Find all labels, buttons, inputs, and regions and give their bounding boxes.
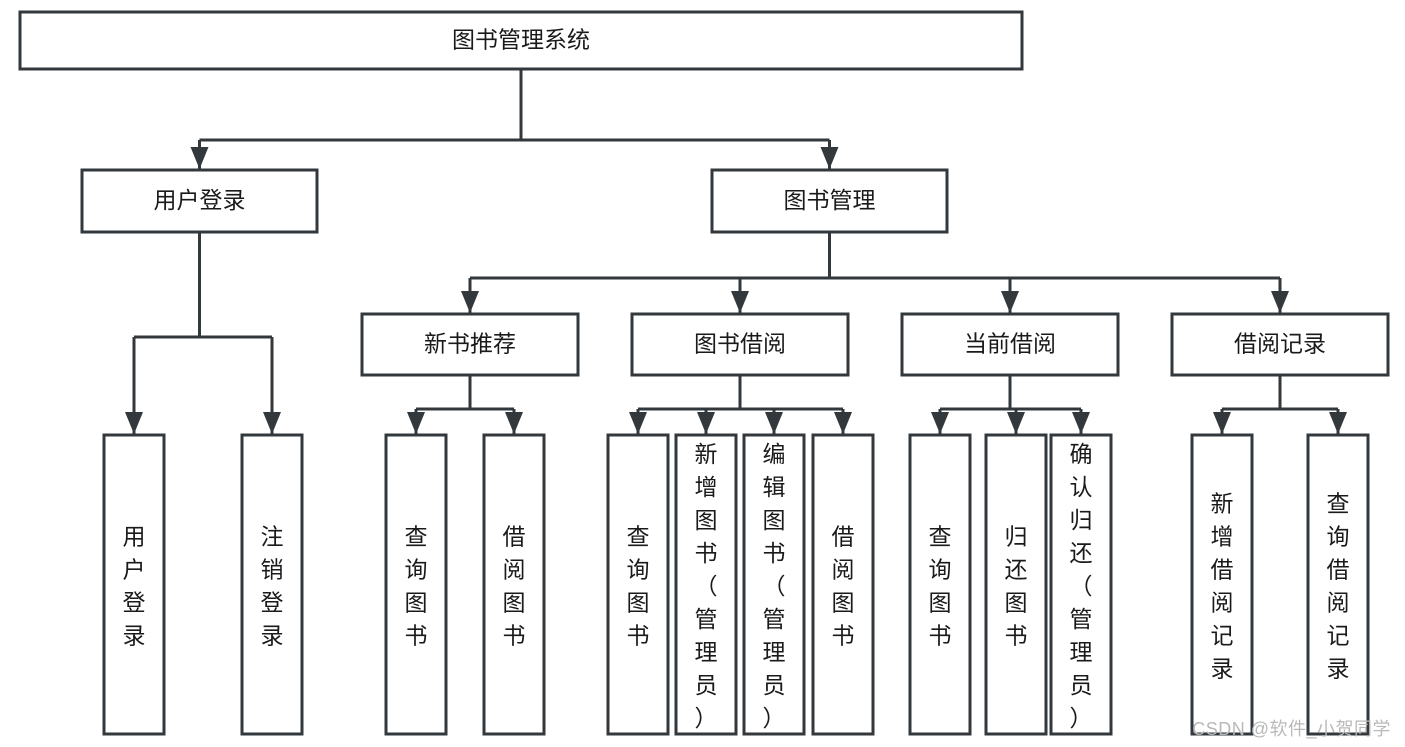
node-root-box — [18, 10, 1024, 71]
node-book-borrow-label: 图书借阅 — [694, 331, 786, 357]
connector-arrowhead — [731, 291, 749, 313]
node-leaf-user-logout-box — [240, 433, 304, 736]
connector-arrowhead — [461, 291, 479, 313]
node-leaf-query-book-3[interactable]: 查询图书 — [908, 433, 972, 736]
node-leaf-query-book-3-label: 查询图书 — [929, 524, 952, 649]
node-new-book-recommend[interactable]: 新书推荐 — [360, 312, 580, 377]
node-leaf-return-book-label: 归还图书 — [1005, 524, 1028, 649]
connector-layer — [125, 69, 1347, 435]
connector-arrowhead — [834, 412, 852, 434]
connector-arrowhead — [765, 412, 783, 434]
node-leaf-add-book-label: 新增图书（管理员） — [695, 441, 718, 731]
node-leaf-query-book-1[interactable]: 查询图书 — [384, 433, 448, 736]
node-leaf-add-record-box — [1190, 433, 1254, 736]
node-leaf-borrow-book-2-label: 借阅图书 — [832, 524, 855, 649]
node-book-borrow-box — [630, 312, 850, 377]
node-leaf-return-book-box — [984, 433, 1048, 736]
node-leaf-query-book-2-label: 查询图书 — [627, 524, 650, 649]
node-leaf-user-login-label: 用户登录 — [123, 524, 146, 649]
node-leaf-add-record[interactable]: 新增借阅记录 — [1190, 433, 1254, 736]
node-leaf-query-record-label: 查询借阅记录 — [1327, 491, 1350, 682]
node-root[interactable]: 图书管理系统 — [18, 10, 1024, 71]
node-leaf-edit-book-box — [742, 433, 806, 736]
node-leaf-borrow-book-1-box — [482, 433, 546, 736]
connector-arrowhead — [629, 412, 647, 434]
node-current-borrow-label: 当前借阅 — [964, 331, 1056, 357]
node-leaf-return-book[interactable]: 归还图书 — [984, 433, 1048, 736]
node-leaf-add-record-label: 新增借阅记录 — [1211, 491, 1234, 682]
node-leaf-confirm-return[interactable]: 确认归还（管理员） — [1049, 433, 1113, 736]
node-leaf-user-login-box — [102, 433, 166, 736]
node-leaf-query-book-2[interactable]: 查询图书 — [606, 433, 670, 736]
node-book-borrow[interactable]: 图书借阅 — [630, 312, 850, 377]
node-leaf-confirm-return-box — [1049, 433, 1113, 736]
node-leaf-query-book-1-box — [384, 433, 448, 736]
node-leaf-user-login[interactable]: 用户登录 — [102, 433, 166, 736]
node-user-login-label: 用户登录 — [154, 187, 246, 213]
connector-arrowhead — [263, 412, 281, 434]
connector-arrowhead — [407, 412, 425, 434]
node-book-manage-box — [710, 168, 949, 234]
connector-arrowhead — [820, 147, 839, 169]
connector-arrowhead — [190, 147, 209, 169]
connector-arrowhead — [1213, 412, 1231, 434]
node-root-label: 图书管理系统 — [452, 27, 590, 53]
node-leaf-borrow-book-2-box — [811, 433, 875, 736]
node-current-borrow-box — [900, 312, 1120, 377]
node-leaf-user-logout-label: 注销登录 — [261, 524, 284, 649]
node-book-manage-label: 图书管理 — [784, 187, 876, 213]
node-leaf-query-book-3-box — [908, 433, 972, 736]
node-user-login[interactable]: 用户登录 — [80, 168, 319, 234]
node-leaf-borrow-book-1-label: 借阅图书 — [503, 524, 526, 649]
node-leaf-borrow-book-1[interactable]: 借阅图书 — [482, 433, 546, 736]
node-leaf-edit-book-label: 编辑图书（管理员） — [763, 441, 786, 731]
connector-arrowhead — [697, 412, 715, 434]
node-leaf-query-record[interactable]: 查询借阅记录 — [1306, 433, 1370, 736]
node-user-login-box — [80, 168, 319, 234]
node-leaf-confirm-return-label: 确认归还（管理员） — [1070, 441, 1093, 731]
csdn-watermark: CSDN @软件_小贺同学 — [1192, 719, 1391, 739]
connector-arrowhead — [1271, 291, 1289, 313]
node-borrow-record[interactable]: 借阅记录 — [1170, 312, 1390, 377]
connector-arrowhead — [125, 412, 143, 434]
node-leaf-borrow-book-2[interactable]: 借阅图书 — [811, 433, 875, 736]
connector-arrowhead — [505, 412, 523, 434]
connector-arrowhead — [1072, 412, 1090, 434]
node-leaf-add-book-box — [674, 433, 738, 736]
node-leaf-add-book[interactable]: 新增图书（管理员） — [674, 433, 738, 736]
node-leaf-query-book-2-box — [606, 433, 670, 736]
node-book-manage[interactable]: 图书管理 — [710, 168, 949, 234]
connector-arrowhead — [931, 412, 949, 434]
node-new-book-recommend-box — [360, 312, 580, 377]
node-leaf-query-record-box — [1306, 433, 1370, 736]
node-layer: 图书管理系统用户登录图书管理新书推荐图书借阅当前借阅借阅记录用户登录注销登录查询… — [18, 10, 1390, 736]
node-borrow-record-box — [1170, 312, 1390, 377]
node-leaf-edit-book[interactable]: 编辑图书（管理员） — [742, 433, 806, 736]
node-leaf-user-logout[interactable]: 注销登录 — [240, 433, 304, 736]
connector-arrowhead — [1001, 291, 1019, 313]
connector-arrowhead — [1007, 412, 1025, 434]
node-current-borrow[interactable]: 当前借阅 — [900, 312, 1120, 377]
node-borrow-record-label: 借阅记录 — [1234, 331, 1326, 357]
node-new-book-recommend-label: 新书推荐 — [424, 331, 516, 357]
connector-arrowhead — [1329, 412, 1347, 434]
node-leaf-query-book-1-label: 查询图书 — [405, 524, 428, 649]
